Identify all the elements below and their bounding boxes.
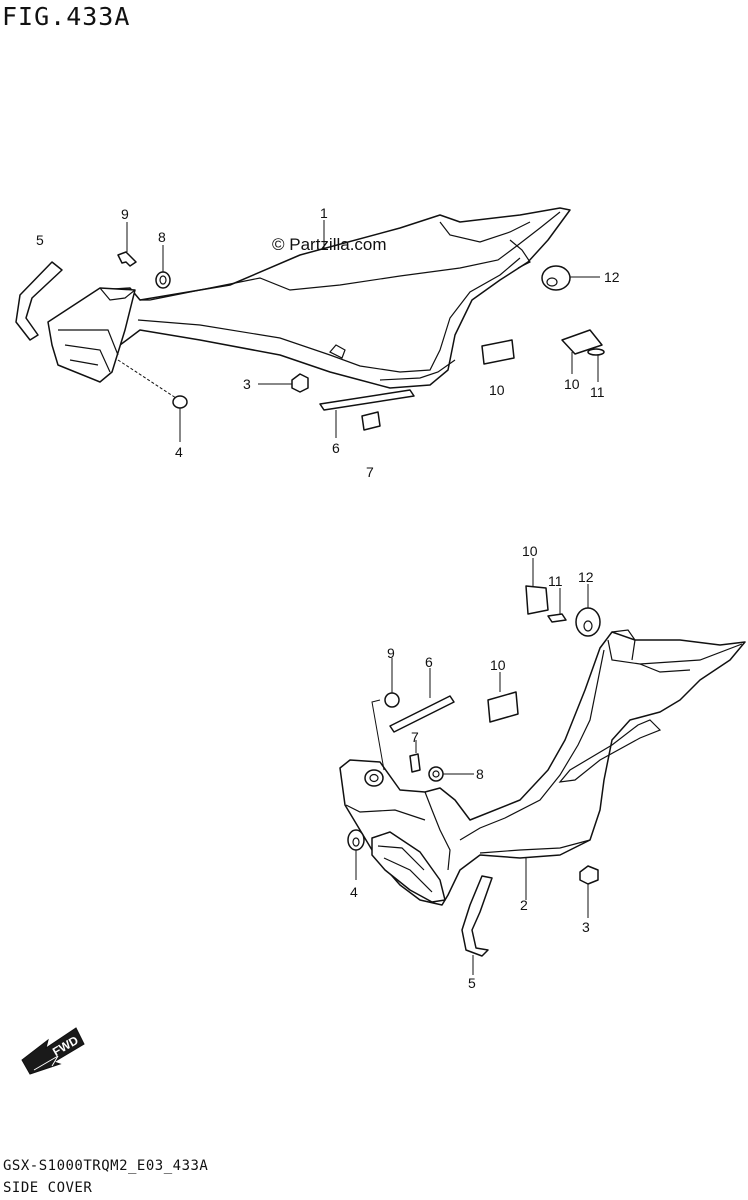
hose-5-upper [15,261,63,341]
seal-10-lower-top [525,558,549,615]
callout-10b-upper: 10 [564,376,580,392]
callout-7-upper: 7 [366,464,374,480]
front-duct-upper [47,287,136,383]
callout-5-upper: 5 [36,232,44,248]
callout-4-lower: 4 [350,884,358,900]
pad-7-lower [409,740,421,773]
callout-3-lower: 3 [582,919,590,935]
hose-5-lower [461,875,493,975]
washer-12-upper [541,265,600,291]
callout-1: 1 [320,205,328,221]
upper-assembly: 1 3 4 5 6 7 8 9 10 10 11 12 © Partzilla.… [15,205,620,480]
tape-10-lower [487,672,519,723]
callout-6-upper: 6 [332,440,340,456]
callout-10b-lower: 10 [522,543,538,559]
callout-11-upper: 11 [590,384,605,400]
callout-12-upper: 12 [604,269,620,285]
pad-7-upper [361,411,381,431]
grommet-4-upper [117,359,188,442]
watermark: © Partzilla.com [272,235,387,254]
callout-7-lower: 7 [411,729,419,745]
bolt-3-lower [579,865,599,918]
callout-10a-lower: 10 [490,657,506,673]
seal-10-upper-right [561,329,603,374]
nut-8-upper [155,245,171,289]
lower-assembly: 2 3 4 5 6 7 8 9 10 10 11 12 [339,543,746,991]
callout-8-upper: 8 [158,229,166,245]
side-cover-upper [99,207,571,389]
footer-code: GSX-S1000TRQM2_E03_433A [3,1158,209,1174]
callout-5-lower: 5 [468,975,476,991]
nut-8-lower [428,766,474,782]
front-duct-lower [371,831,446,903]
callout-10a-upper: 10 [489,382,505,398]
grommet-4-lower [347,829,365,880]
washer-12-lower [575,584,601,637]
fwd-arrow: FWD [21,1027,85,1075]
callout-12-lower: 12 [578,569,594,585]
strip-6-upper [319,389,415,438]
callout-3-upper: 3 [243,376,251,392]
callout-8-lower: 8 [476,766,484,782]
strip-6-lower [389,668,455,733]
callout-6-lower: 6 [425,654,433,670]
callout-9-upper: 9 [121,206,129,222]
clip-11-upper [587,348,605,382]
grommet-9-lower [364,658,400,787]
callout-2: 2 [520,897,528,913]
figure-title: FIG.433A [2,2,131,31]
callout-4-upper: 4 [175,444,183,460]
callout-9-lower: 9 [387,645,395,661]
footer-name: SIDE COVER [3,1180,93,1196]
clip-11-lower [547,588,567,623]
side-cover-lower [339,629,746,906]
callout-11-lower: 11 [548,573,563,589]
tape-10-upper [481,339,515,365]
bolt-3-upper [258,373,309,393]
rivet-9-upper [117,251,137,267]
